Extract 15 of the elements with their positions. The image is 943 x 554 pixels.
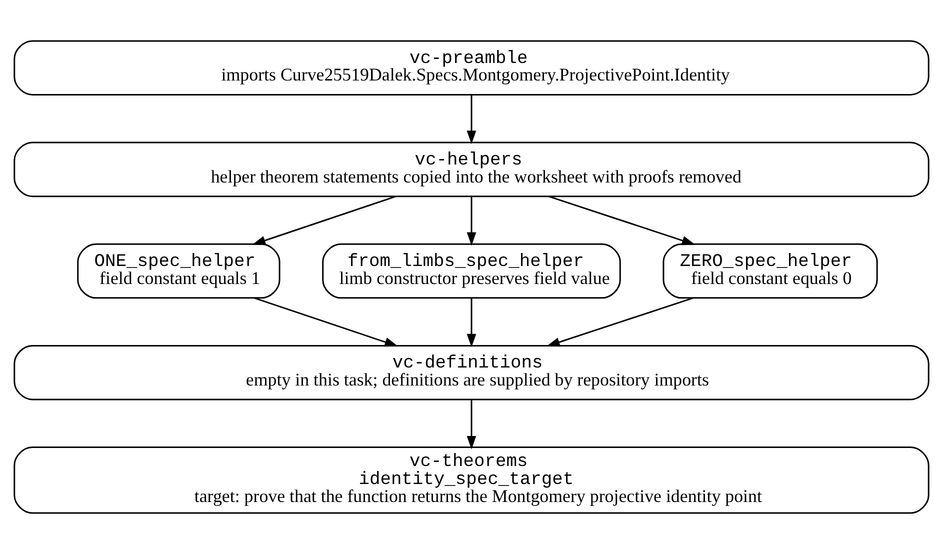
node-box: ZERO_spec_helper field constant equals 0 [662, 243, 878, 299]
node-box: vc-preamble imports Curve25519Dalek.Specs.Montgomery.ProjectivePoint.Identity [14, 40, 930, 96]
arrow [546, 297, 694, 347]
arrow [466, 196, 476, 246]
node-box: from_limbs_spec_helper limb constructor preserves field value [322, 243, 621, 299]
arrow [252, 196, 396, 246]
node-box: ONE_spec_helper field constant equals 1 [77, 243, 280, 299]
node-box: vc-definitions empty in this task; definitions are supplied by repository imports [14, 344, 930, 400]
arrow [466, 400, 476, 450]
arrow [466, 298, 476, 348]
arrow [466, 95, 476, 144]
node-box: vc-theorems identity_spec_target target: prove that the function returns the Montgomery projective identity point [14, 446, 930, 514]
node-box: vc-helpers helper theorem statements copied into the worksheet with proofs removed [14, 142, 930, 198]
arrow [254, 297, 398, 347]
arrow [548, 196, 696, 246]
